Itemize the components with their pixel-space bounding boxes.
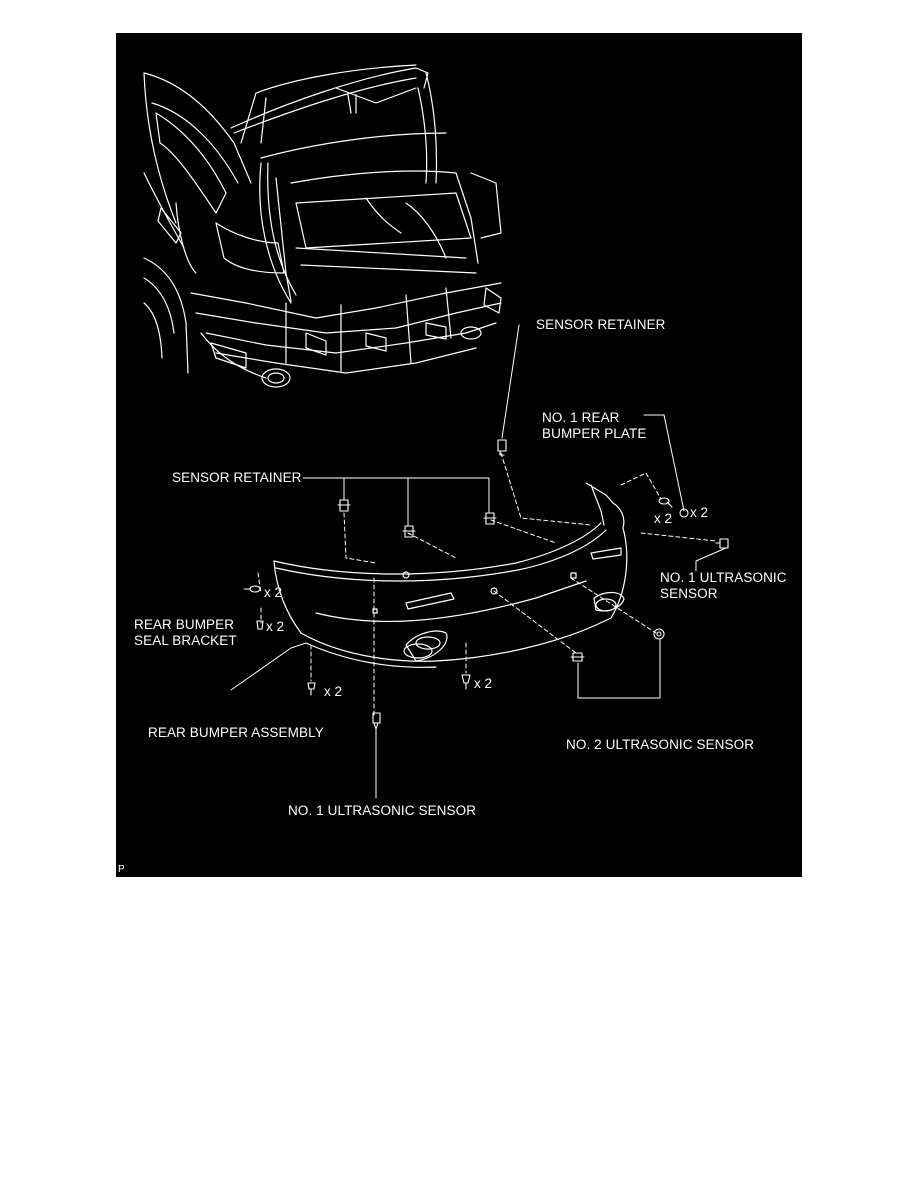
plate-screw-part: [658, 497, 673, 508]
label-no1-rear-bumper-plate: NO. 1 REAR BUMPER PLATE: [542, 410, 647, 441]
bracket-screw-part: [243, 585, 261, 593]
no2-sensor-right-part: [653, 628, 665, 640]
sensor-retainer-right-part: [483, 512, 497, 525]
exploded-view-drawing: [143, 64, 729, 799]
qty-bottom-screw: x 2: [324, 684, 343, 699]
qty-bracket-screw: x 2: [264, 585, 283, 600]
sensor-retainer-top-part: [497, 439, 507, 456]
qty-plate-clip: x 2: [690, 505, 709, 520]
leader-lines: [230, 324, 727, 799]
sensor-retainer-left-part: [337, 499, 351, 512]
sensor-retainer-mid-part: [402, 525, 416, 538]
label-rear-bumper-seal-bracket: REAR BUMPER SEAL BRACKET: [134, 617, 237, 648]
vehicle-rear-illustration: [143, 64, 502, 388]
diagram-panel: SENSOR RETAINER NO. 1 REAR BUMPER PLATE …: [116, 33, 802, 877]
figure-code: P: [118, 864, 125, 875]
label-sensor-retainer-top: SENSOR RETAINER: [536, 317, 666, 332]
bracket-clip-part: [256, 620, 264, 630]
qty-center-clip: x 2: [474, 676, 493, 691]
qty-plate-screw: x 2: [654, 511, 673, 526]
label-no2-ultrasonic-sensor: NO. 2 ULTRASONIC SENSOR: [566, 737, 755, 752]
parts: [243, 439, 729, 730]
bottom-screw-part: [307, 682, 316, 696]
assembly-guide-lines: [257, 452, 717, 717]
label-rear-bumper-assembly: REAR BUMPER ASSEMBLY: [148, 725, 324, 740]
rear-bumper-cover: [273, 482, 628, 668]
qty-bracket-clip: x 2: [266, 619, 285, 634]
label-sensor-retainer-left: SENSOR RETAINER: [172, 470, 302, 485]
label-no1-ultrasonic-sensor-bottom: NO. 1 ULTRASONIC SENSOR: [288, 803, 477, 818]
no2-sensor-left-part: [570, 652, 585, 662]
center-clip-part: [461, 674, 471, 690]
no1-sensor-right-part: [715, 538, 729, 549]
label-no1-ultrasonic-sensor-right: NO. 1 ULTRASONIC SENSOR: [660, 570, 787, 601]
